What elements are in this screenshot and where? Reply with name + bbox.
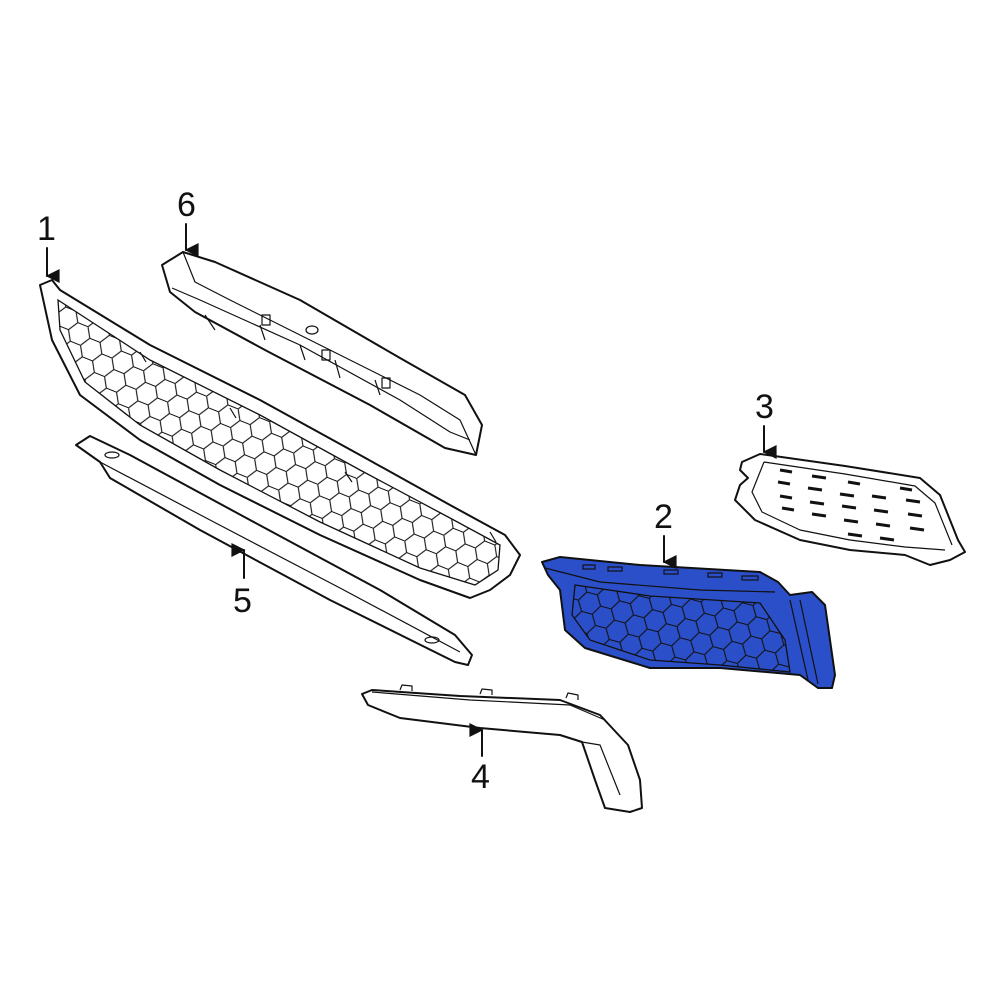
- part-1-lower-grille[interactable]: [39, 279, 521, 599]
- callout-3: 3: [755, 388, 774, 426]
- part-4-trim-molding[interactable]: [361, 684, 643, 813]
- part-3-insert-grille[interactable]: [734, 453, 966, 566]
- callout-1: 1: [37, 210, 56, 248]
- part-6-bracket[interactable]: [161, 251, 483, 456]
- callout-2: 2: [654, 498, 673, 536]
- leader-arrows: [45, 223, 777, 757]
- part-5-molding-strip[interactable]: [75, 435, 473, 666]
- callout-4: 4: [471, 758, 490, 796]
- callout-6: 6: [177, 186, 196, 224]
- callout-5: 5: [233, 582, 252, 620]
- part-2-fog-lamp-grille[interactable]: [541, 556, 836, 689]
